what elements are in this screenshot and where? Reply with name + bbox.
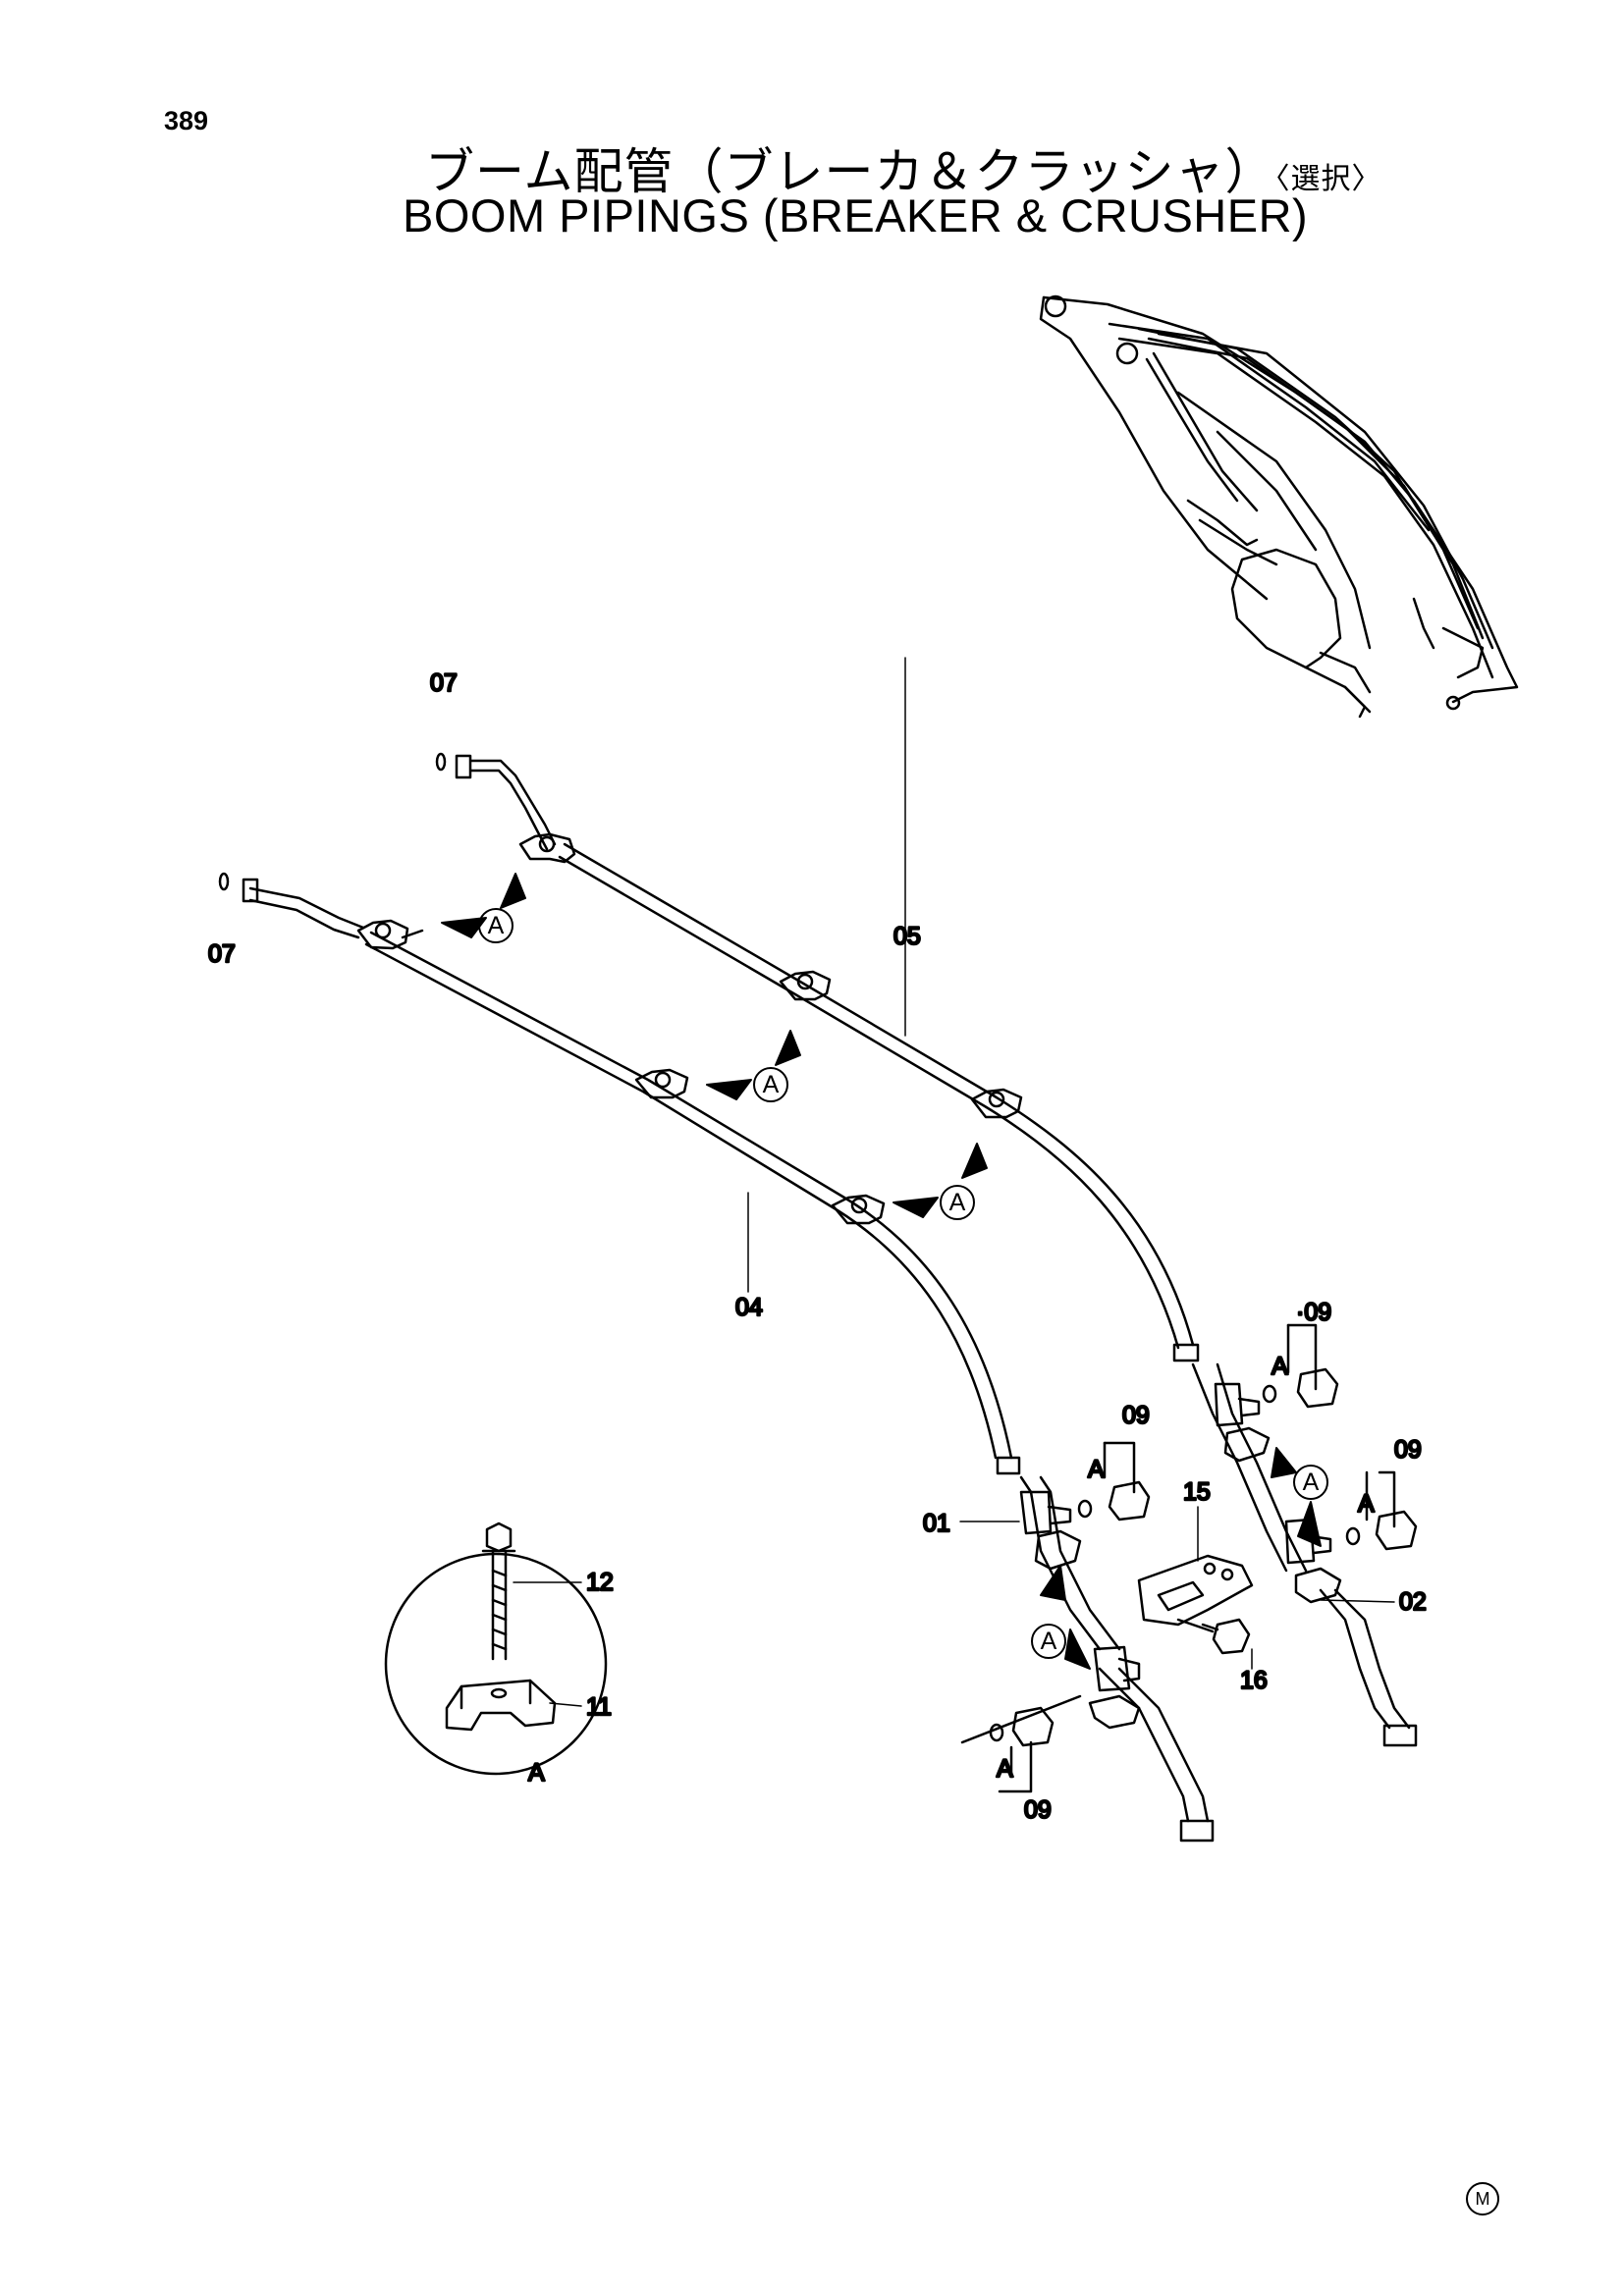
label-part-04: 04 [735,1294,763,1321]
title-japanese-main: ブーム配管（ブレーカ＆クラッシャ） [425,143,1275,200]
label-part-07: 07 [430,669,458,697]
label-part-09: 09 [1394,1436,1422,1464]
label-part-02: 02 [1399,1588,1427,1616]
label-part-09: 09 [1122,1402,1150,1429]
view-a-letter: A [1041,1628,1057,1655]
title-japanese-option: 〈選択〉 [1274,162,1382,196]
label-part-09: ·09 [1296,1299,1331,1326]
label-part-09: 09 [1024,1796,1052,1824]
label-part-12: 12 [586,1569,614,1596]
label-detail-a: A [1358,1490,1375,1518]
view-a-marker: A [1031,1565,1091,1670]
view-a-letter: A [763,1071,780,1098]
label-detail-a: A [1271,1353,1288,1380]
page-number: 389 [164,106,209,135]
view-a-markers: A A A A A [441,873,1328,1670]
view-a-letter: A [1303,1468,1320,1496]
boom-overview-inset [1039,294,1519,719]
detail-a-inset [384,1522,608,1776]
label-part-07: 07 [208,940,236,968]
pipe-assembly [218,657,1418,1842]
label-part-05: 05 [893,923,921,950]
view-a-letter: A [488,912,505,939]
label-part-16: 16 [1240,1667,1268,1694]
manufacturer-mark: M [1466,2182,1499,2216]
view-a-marker: A [441,873,526,943]
label-part-01: 01 [923,1510,950,1537]
label-detail-a: A [997,1755,1013,1783]
label-part-15: 15 [1183,1478,1211,1506]
label-detail-a: A [1088,1456,1105,1483]
view-a-marker: A [1271,1447,1328,1547]
view-a-letter: A [949,1189,966,1216]
title-english: BOOM PIPINGS (BREAKER & CRUSHER) [403,189,1309,241]
label-detail-a-caption: A [528,1759,545,1787]
label-part-11: 11 [586,1693,612,1721]
view-a-marker: A [706,1030,801,1102]
title-japanese: ブーム配管（ブレーカ＆クラッシャ）〈選択〉 [425,133,1382,203]
view-a-marker: A [893,1143,988,1220]
part-labels: 07 07 05 04 ·09 09 09 A A A 01 15 02 16 … [207,668,1428,1826]
